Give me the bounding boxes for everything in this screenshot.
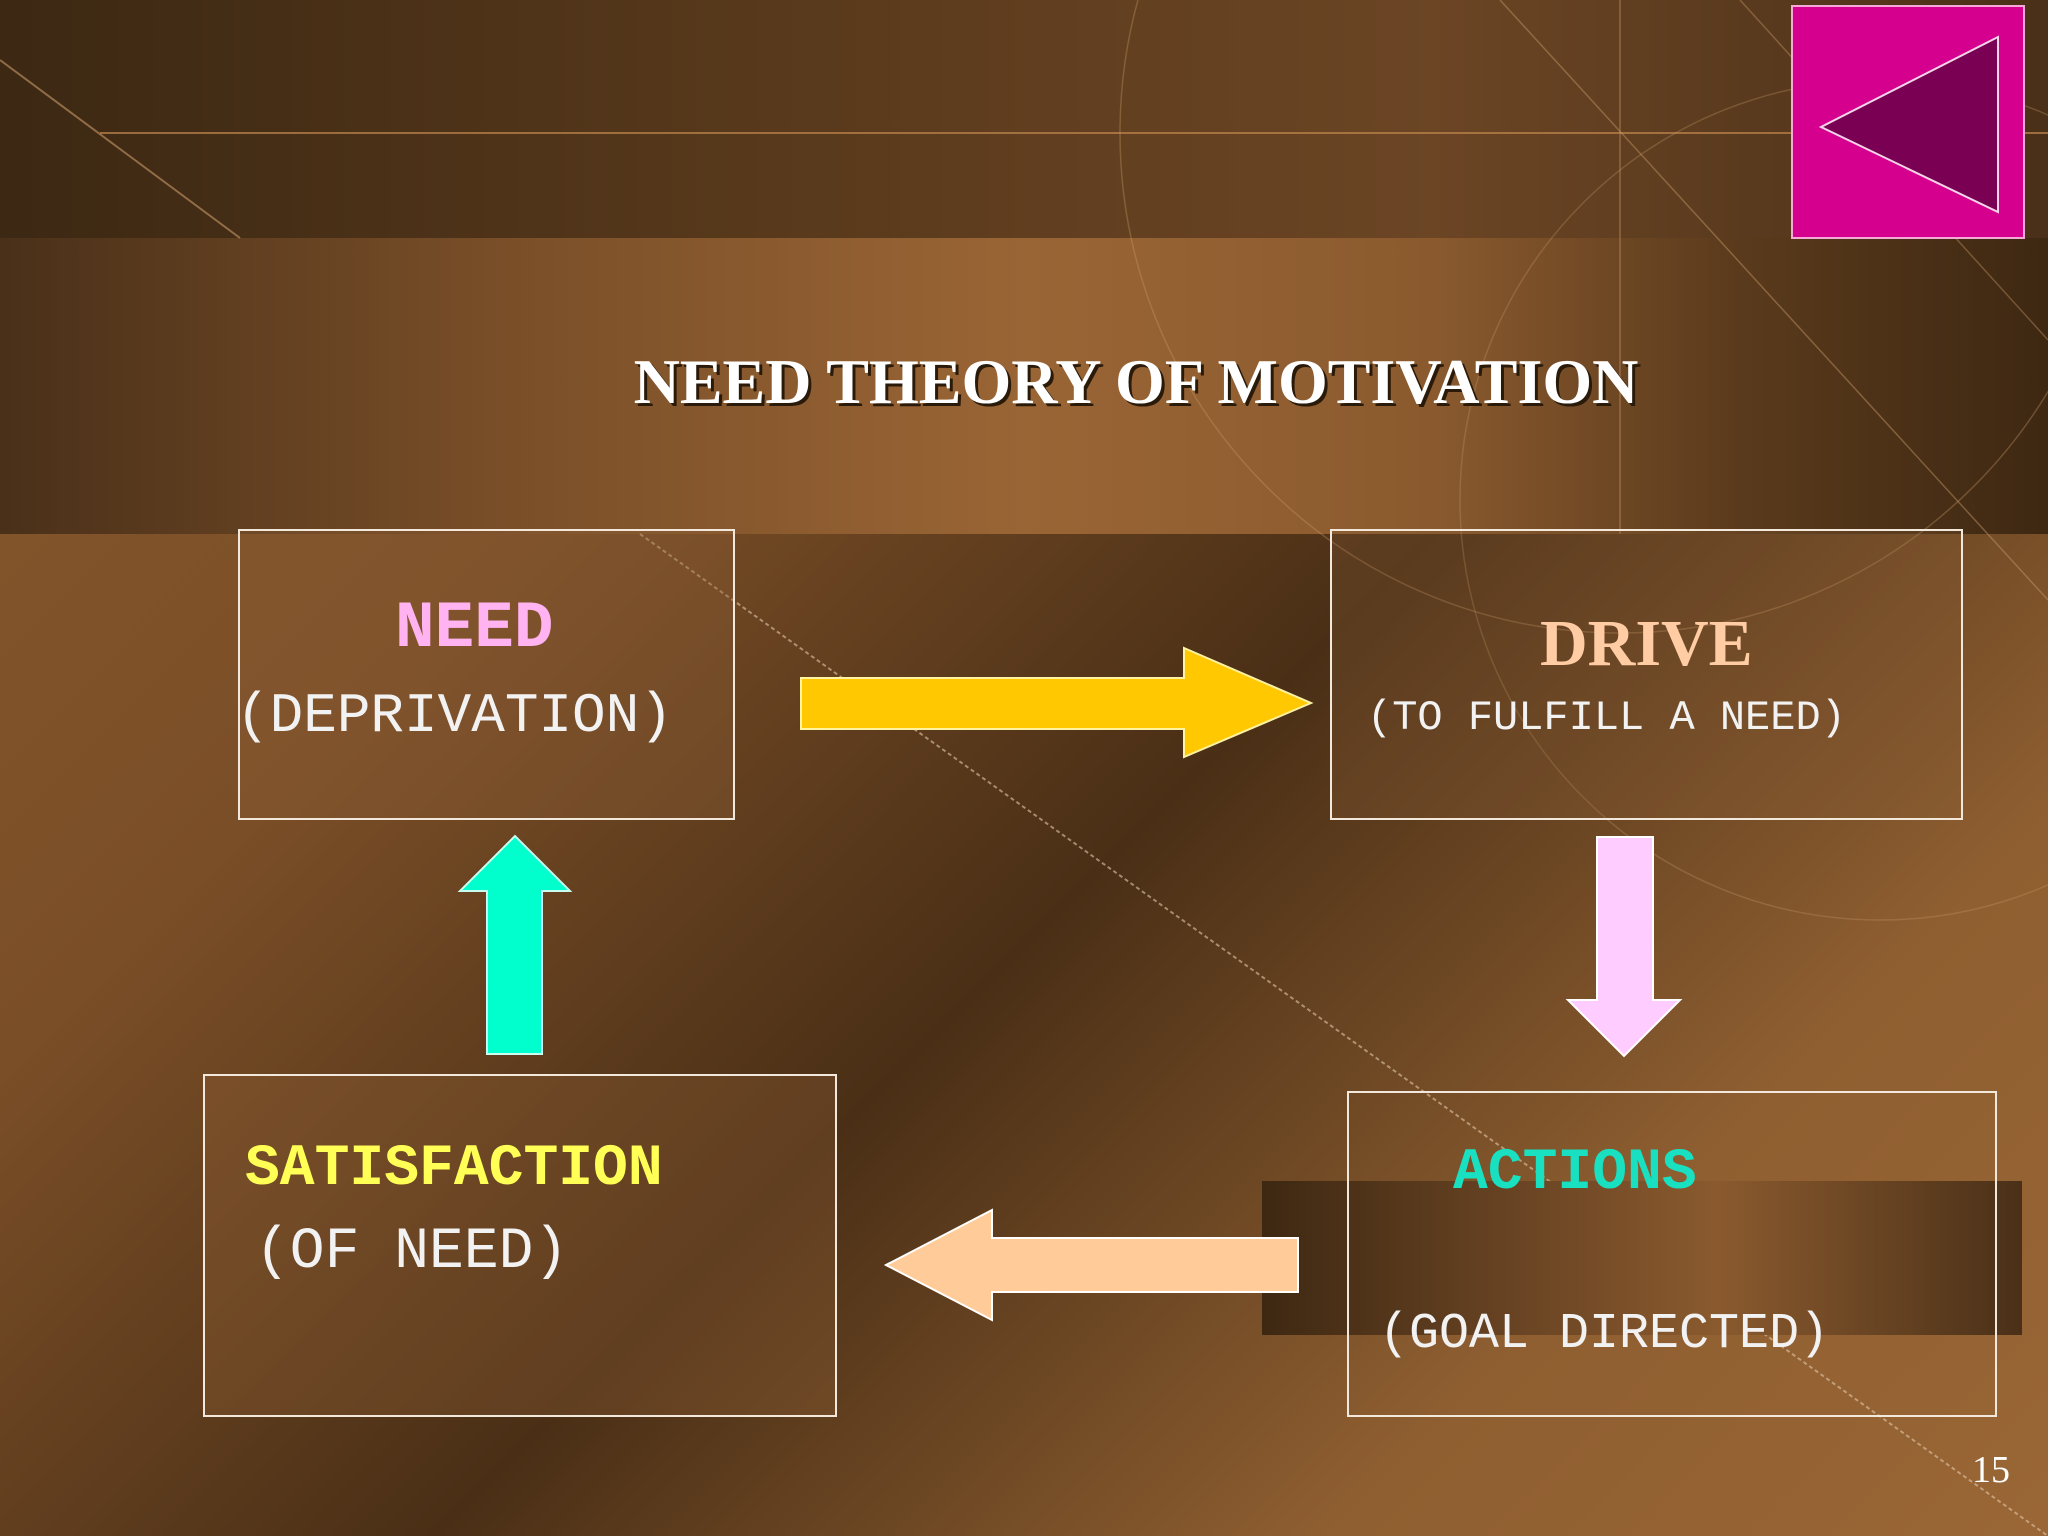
satisfaction-subtext: (OF NEED) (255, 1220, 569, 1285)
satisfaction-box: SATISFACTION (OF NEED) (203, 1074, 837, 1417)
top-band (0, 0, 2048, 238)
need-box: NEED (DEPRIVATION) (236, 529, 735, 820)
right-arrow-icon (800, 646, 1314, 759)
slide-title: NEED THEORY OF MOTIVATION (633, 346, 1639, 417)
actions-band (1262, 1181, 2022, 1335)
need-subtext: (DEPRIVATION) (236, 684, 673, 748)
drive-subtext: (TO FULFILL A NEED) (1367, 694, 1846, 742)
title-band (0, 238, 2048, 534)
back-button[interactable] (1791, 5, 2025, 239)
need-heading: NEED (395, 591, 554, 666)
satisfaction-heading: SATISFACTION (245, 1137, 663, 1202)
actions-heading: ACTIONS (1453, 1141, 1697, 1206)
drive-heading: DRIVE (1540, 607, 1753, 680)
up-arrow-icon (457, 834, 573, 1055)
left-arrow-icon (883, 1208, 1299, 1322)
drive-box: DRIVE (TO FULFILL A NEED) (1330, 529, 1963, 820)
down-arrow-icon (1565, 836, 1683, 1058)
back-triangle-icon (1818, 35, 1999, 214)
actions-box: ACTIONS (GOAL DIRECTED) (1347, 1091, 1997, 1417)
page-number: 15 (1972, 1449, 2010, 1491)
actions-subtext: (GOAL DIRECTED) (1379, 1306, 1830, 1363)
